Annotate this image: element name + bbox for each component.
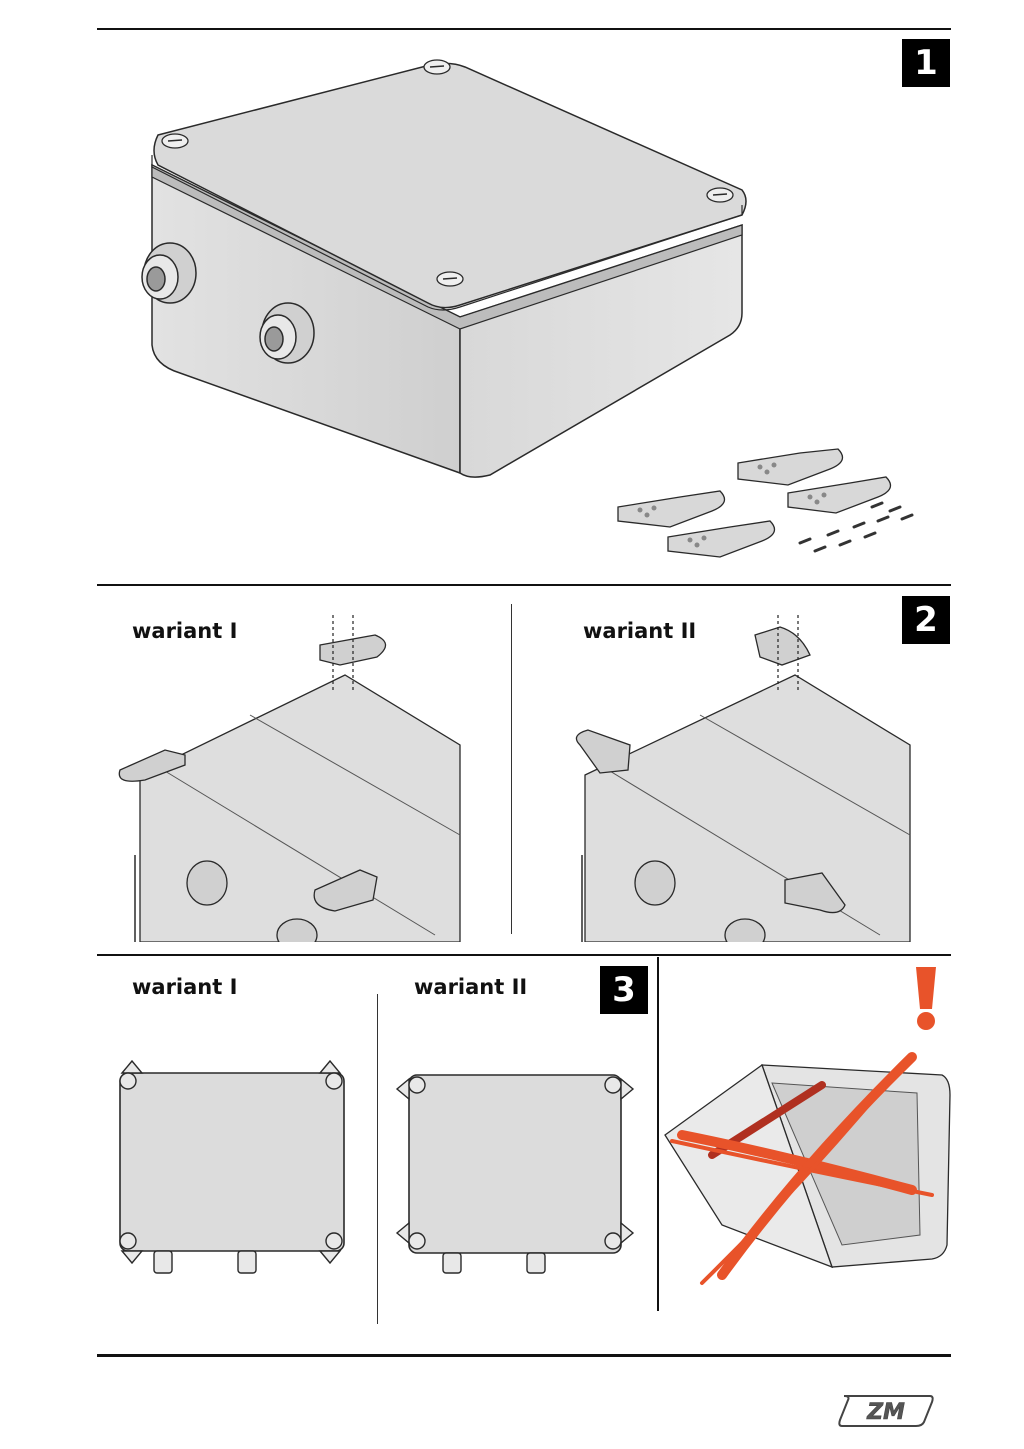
section-divider-2 bbox=[97, 954, 951, 956]
enclosure-box-illustration bbox=[141, 59, 747, 478]
step-badge-3: 3 bbox=[600, 966, 648, 1014]
step3-divider bbox=[377, 994, 378, 1324]
step2-variant-2-label: wariant II bbox=[583, 619, 697, 643]
top-rule bbox=[97, 28, 951, 30]
step2-divider bbox=[511, 604, 512, 934]
logo-text: ZM bbox=[866, 1400, 905, 1425]
warning-divider bbox=[657, 957, 659, 1311]
step3-variant-1-illustration bbox=[119, 1059, 345, 1274]
step-badge-1: 1 bbox=[902, 39, 950, 87]
section-divider-1 bbox=[97, 584, 951, 586]
zm-logo: ZM bbox=[838, 1395, 934, 1427]
step2-variant-1-label: wariant I bbox=[132, 619, 238, 643]
warning-exclamation-icon bbox=[916, 967, 936, 1030]
step3-variant-2-label: wariant II bbox=[414, 975, 528, 999]
bottom-rule bbox=[97, 1354, 951, 1357]
step2-variant-2-illustration bbox=[575, 615, 911, 942]
mounting-brackets-parts bbox=[617, 448, 914, 558]
step3-variant-1-label: wariant I bbox=[132, 975, 238, 999]
step-badge-2: 2 bbox=[902, 596, 950, 644]
step3-variant-2-illustration bbox=[395, 1074, 635, 1274]
step2-variant-1-illustration bbox=[118, 615, 461, 942]
incorrect-mounting-illustration bbox=[664, 1052, 951, 1285]
